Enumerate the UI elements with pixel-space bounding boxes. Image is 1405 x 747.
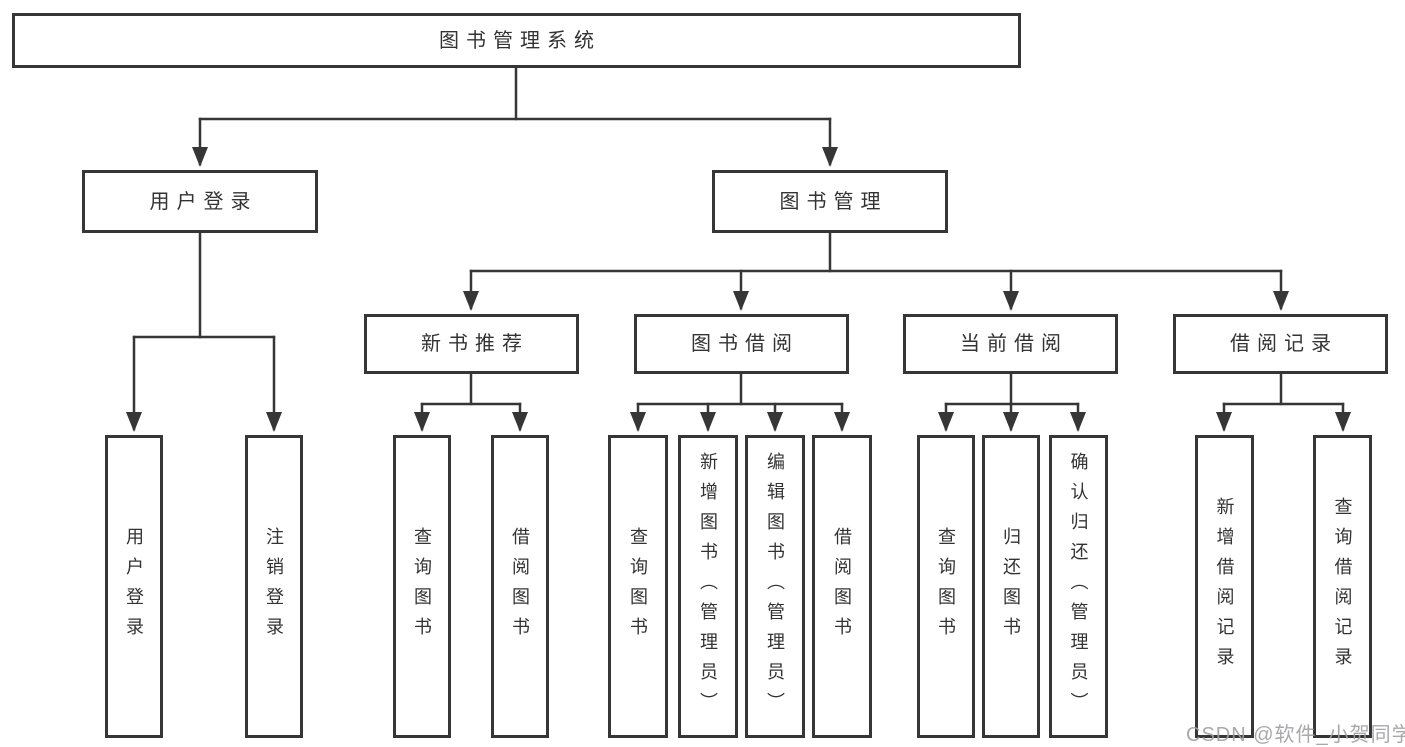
node-root-label: 图书管理系统: [439, 29, 601, 52]
leaf-borrow-books-borrowing-label: 借阅图书: [832, 526, 852, 647]
leaf-confirm-return-admin: 确认归还（管理员）: [1049, 435, 1108, 738]
leaf-query-books-borrowing: 查询图书: [608, 435, 668, 738]
leaf-borrow-books-recommend: 借阅图书: [491, 435, 549, 738]
node-book-borrowing: 图书借阅: [634, 314, 849, 374]
leaf-query-borrow-record-label: 查询借阅记录: [1332, 496, 1353, 677]
leaf-add-borrow-record-label: 新增借阅记录: [1214, 496, 1235, 677]
connector-root-to-level2: [192, 66, 838, 167]
leaf-query-books-current: 查询图书: [917, 435, 975, 738]
leaf-query-borrow-record: 查询借阅记录: [1313, 435, 1372, 738]
csdn-watermark: CSDN @软件_小贺同学: [1186, 724, 1405, 746]
node-book-management: 图书管理: [712, 170, 948, 233]
leaf-logout-login-label: 注销登录: [264, 526, 284, 647]
node-user-login: 用户登录: [82, 170, 318, 233]
leaf-user-login-label: 用户登录: [124, 526, 144, 647]
leaf-query-books-current-label: 查询图书: [936, 526, 956, 647]
node-new-book-recommend: 新书推荐: [364, 314, 579, 374]
connector-book-management-to-level3: [463, 231, 1289, 311]
node-user-login-label: 用户登录: [149, 190, 258, 213]
leaf-return-books-label: 归还图书: [1001, 526, 1021, 647]
leaf-logout-login: 注销登录: [245, 435, 303, 738]
connector-borrowing-records-children: [1216, 372, 1351, 432]
leaf-add-borrow-record: 新增借阅记录: [1195, 435, 1254, 738]
leaf-edit-books-admin-label: 编辑图书（管理员）: [765, 451, 785, 722]
leaf-query-books-recommend-label: 查询图书: [412, 526, 432, 647]
leaf-borrow-books-borrowing: 借阅图书: [812, 435, 872, 738]
leaf-return-books: 归还图书: [982, 435, 1040, 738]
connector-book-borrowing-children: [630, 372, 850, 432]
connector-user-login-children: [126, 231, 282, 432]
node-current-borrowing: 当前借阅: [903, 314, 1118, 374]
leaf-add-books-admin-label: 新增图书（管理员）: [698, 451, 718, 722]
connector-new-book-recommend-children: [414, 372, 528, 432]
leaf-edit-books-admin: 编辑图书（管理员）: [745, 435, 805, 738]
node-new-book-recommend-label: 新书推荐: [421, 333, 529, 355]
leaf-borrow-books-recommend-label: 借阅图书: [510, 526, 530, 647]
connector-current-borrowing-children: [938, 372, 1086, 432]
node-current-borrowing-label: 当前借阅: [960, 333, 1068, 355]
node-book-management-label: 图书管理: [779, 190, 888, 213]
node-borrowing-records-label: 借阅记录: [1230, 333, 1338, 355]
leaf-add-books-admin: 新增图书（管理员）: [678, 435, 738, 738]
leaf-query-books-recommend: 查询图书: [393, 435, 451, 738]
node-borrowing-records: 借阅记录: [1173, 314, 1388, 374]
leaf-confirm-return-admin-label: 确认归还（管理员）: [1068, 451, 1089, 722]
node-root: 图书管理系统: [12, 13, 1021, 68]
node-book-borrowing-label: 图书借阅: [691, 333, 799, 355]
leaf-user-login: 用户登录: [105, 435, 163, 738]
leaf-query-books-borrowing-label: 查询图书: [628, 526, 648, 647]
